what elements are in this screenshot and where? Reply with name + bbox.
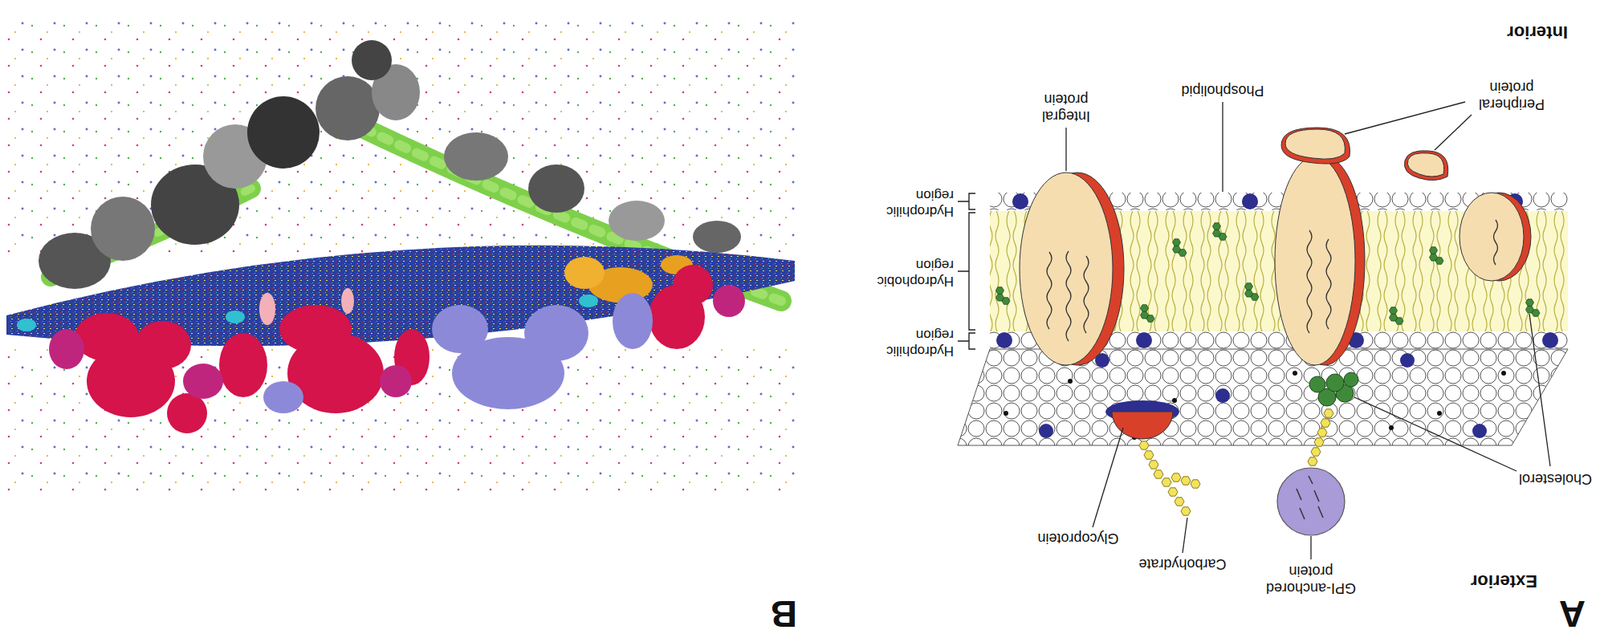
part-label: Integral protein [1021, 91, 1111, 125]
part-label: Peripheral protein [1467, 79, 1556, 113]
gpi-anchored-protein-shape [1277, 468, 1345, 536]
side-label: Interior [1506, 22, 1568, 43]
molecular-rendering [6, 20, 798, 494]
panel-letter: A [1559, 592, 1586, 636]
panel-letter: B [770, 592, 798, 636]
integral-protein-shape [1019, 172, 1124, 366]
integral-protein-shape [1459, 192, 1531, 281]
carbohydrate-chain [1139, 441, 1201, 516]
part-label: Phospholipid [1180, 81, 1264, 99]
peripheral-protein-shape [1281, 127, 1449, 181]
region-label: Hydrophobic region [863, 257, 954, 290]
region-label: Hydrophilic region [863, 187, 954, 220]
glycoprotein-shape [1105, 400, 1180, 440]
integral-protein-shape [1274, 156, 1365, 366]
region-label: Hydrophilic region [863, 327, 954, 359]
part-label: Glycoprotein [1037, 529, 1119, 547]
side-label: Exterior [1470, 571, 1538, 592]
part-label: Cholesterol [1518, 470, 1592, 488]
part-label: GPI-anchored protein [1258, 563, 1364, 597]
gpi-chain [1307, 409, 1334, 466]
leader-line [1066, 101, 1551, 560]
gpi-anchor [1309, 372, 1359, 407]
region-bracket [957, 193, 976, 350]
part-label: Carbohydrate [1138, 555, 1226, 573]
